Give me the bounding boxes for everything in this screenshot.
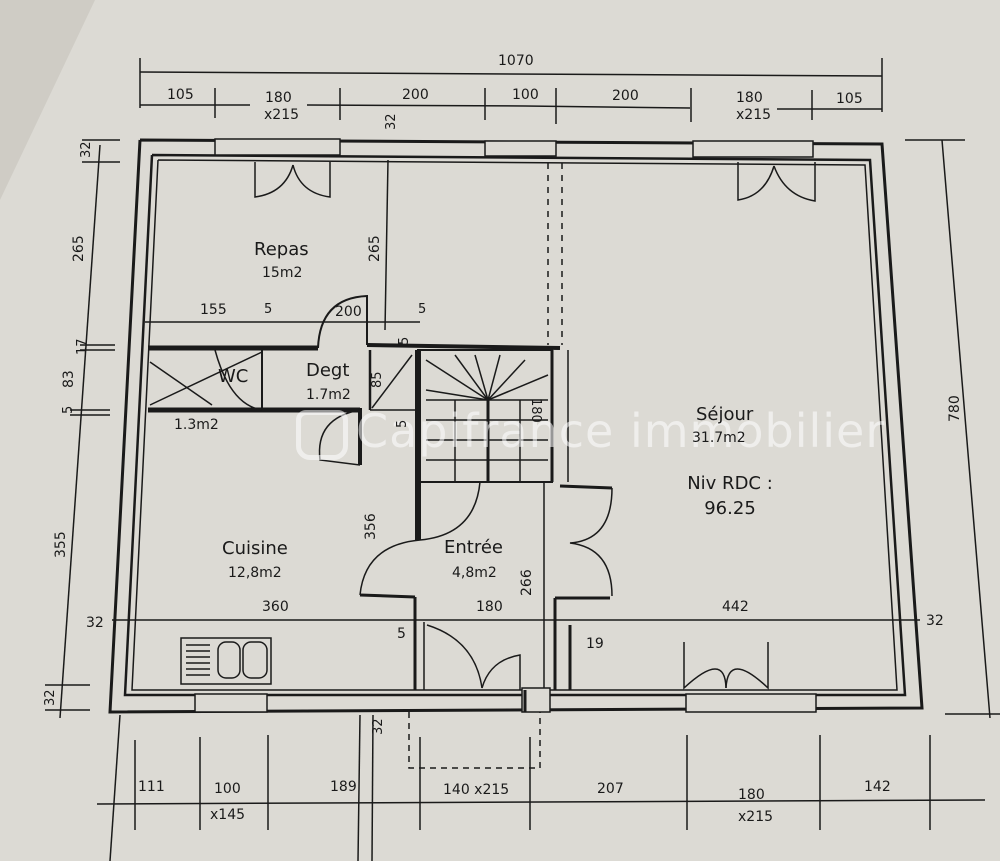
dim-small-5a: 5: [264, 302, 273, 317]
room-cuisine-area: 12,8m2: [228, 565, 282, 581]
room-sejour-name: Séjour: [696, 404, 754, 425]
dim-degt-5-bottom: 5: [395, 419, 410, 428]
dim-top-1: 105: [167, 87, 194, 103]
dim-bottom-6-sub: x215: [738, 809, 774, 825]
dim-left-265: 265: [71, 235, 87, 262]
dim-top-wall: 32: [384, 113, 399, 130]
dim-bottom-2: 100: [214, 781, 241, 797]
room-repas-area: 15m2: [262, 265, 303, 281]
dim-left-32-bottom: 32: [43, 689, 58, 706]
dim-bottom-5: 207: [597, 781, 624, 797]
dim-left-17: 17: [75, 338, 90, 355]
room-degt-area: 1.7m2: [306, 387, 351, 403]
dim-repas-width: 155: [200, 302, 227, 318]
dim-bottom-2-sub: x145: [210, 807, 246, 823]
dim-small-5c: 5: [397, 626, 406, 642]
dim-stair-180: 180: [528, 398, 543, 423]
dim-top-6: 180: [736, 90, 763, 106]
dim-bottom-wall-32: 32: [371, 718, 386, 735]
dim-left-wall-32: 32: [86, 615, 104, 631]
watermark-text: Capifrance immobilier: [356, 404, 886, 458]
dim-sejour-442: 442: [722, 599, 749, 615]
dim-right-780: 780: [947, 395, 963, 422]
dim-degt-85: 85: [370, 371, 385, 388]
room-entree-area: 4,8m2: [452, 565, 497, 581]
level-area: 96.25: [704, 498, 756, 519]
room-sejour-area: 31.7m2: [692, 430, 746, 446]
dim-top-total: 1070: [498, 53, 534, 69]
dim-bottom-6: 180: [738, 787, 765, 803]
dim-small-19: 19: [586, 636, 604, 652]
dim-left-5: 5: [61, 405, 76, 414]
dim-top-2: 180: [265, 90, 292, 106]
dim-bottom-3: 189: [330, 779, 357, 795]
level-label: Niv RDC :: [687, 473, 773, 494]
room-degt-name: Degt: [306, 360, 350, 381]
dim-left-355: 355: [53, 531, 69, 558]
room-entree-name: Entrée: [444, 537, 503, 558]
room-wc-name: WC: [218, 366, 249, 387]
dim-top-3: 200: [402, 87, 429, 103]
dim-bottom-7: 142: [864, 779, 891, 795]
dim-top-7: 105: [836, 91, 863, 107]
room-wc-area: 1.3m2: [174, 417, 219, 433]
dim-top-5: 200: [612, 88, 639, 104]
dim-top-6-sub: x215: [736, 107, 772, 123]
dim-entree-180: 180: [476, 599, 503, 615]
dim-bottom-4: 140 x215: [443, 782, 510, 798]
dim-degt-5-top: 5: [397, 336, 412, 345]
room-cuisine-name: Cuisine: [222, 538, 288, 559]
watermark-logo-icon: [296, 410, 348, 460]
dim-left-32-top: 32: [79, 141, 94, 158]
dim-repas-height: 265: [367, 235, 383, 262]
dim-top-4: 100: [512, 87, 539, 103]
dim-left-83: 83: [61, 370, 77, 388]
room-repas-name: Repas: [254, 239, 309, 260]
dim-top-2-sub: x215: [264, 107, 300, 123]
dim-small-5b: 5: [418, 302, 427, 317]
dim-door-200: 200: [335, 304, 362, 320]
dim-entree-356: 356: [363, 513, 379, 540]
dim-cuisine-360: 360: [262, 599, 289, 615]
dim-right-wall-32: 32: [926, 613, 944, 629]
dim-bottom-1: 111: [138, 779, 165, 795]
dim-entree-266: 266: [519, 569, 535, 596]
